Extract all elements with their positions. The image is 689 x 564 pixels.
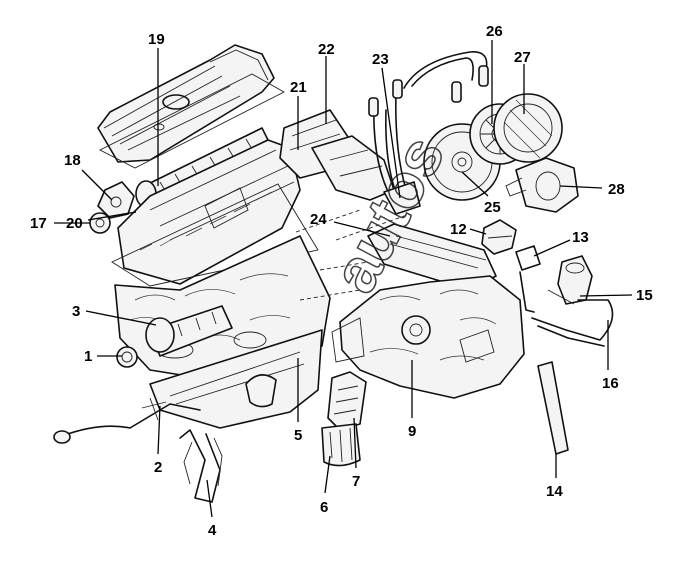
oil-pan	[149, 329, 323, 429]
leader-13	[533, 239, 571, 257]
callout-20: 20	[66, 215, 83, 232]
callout-12: 12	[450, 221, 467, 238]
intake-assembly	[339, 275, 525, 399]
ignition-leads	[368, 51, 489, 215]
callout-6: 6	[320, 499, 328, 516]
callout-15: 15	[636, 287, 653, 304]
gasket-set	[179, 429, 223, 503]
pipe	[531, 299, 614, 341]
leader-25	[461, 171, 489, 197]
camshaft-sprocket	[97, 181, 135, 219]
callout-21: 21	[290, 79, 307, 96]
oil-filter	[321, 423, 361, 467]
callout-16: 16	[602, 375, 619, 392]
callout-9: 9	[408, 423, 416, 440]
crankshaft	[145, 305, 233, 357]
leader-lines	[54, 40, 633, 518]
callout-28: 28	[608, 181, 625, 198]
leader-6	[324, 455, 331, 494]
callout-labels: 1 2 3 4 5 6 7 9 12 13 14 15 16 17 18 19 …	[30, 23, 653, 539]
dipstick-handle	[53, 430, 71, 444]
callout-7: 7	[352, 473, 360, 490]
crank-seal	[116, 346, 138, 368]
oil-filter-housing	[327, 371, 367, 431]
head-gasket	[111, 183, 319, 287]
callout-18: 18	[64, 152, 81, 169]
callout-23: 23	[372, 51, 389, 68]
heat-shield-strip	[537, 361, 569, 455]
leader-18	[81, 169, 113, 201]
pipe-elbow	[547, 289, 575, 305]
valve-unit	[557, 255, 593, 305]
callout-4: 4	[208, 522, 217, 539]
intake-manifold-plenum	[367, 223, 497, 291]
valve-cover	[97, 44, 275, 163]
leader-24	[333, 221, 391, 237]
leader-4	[206, 479, 213, 518]
leader-28	[559, 185, 603, 189]
callout-19: 19	[148, 31, 165, 48]
leader-23	[381, 67, 401, 199]
callout-3: 3	[72, 303, 80, 320]
callout-25: 25	[484, 199, 501, 216]
callout-14: 14	[546, 483, 563, 500]
leader-2	[157, 405, 161, 455]
cover-gasket	[99, 73, 285, 169]
callout-5: 5	[294, 427, 302, 444]
bracket	[515, 245, 541, 313]
starter-motor	[505, 157, 579, 213]
cam-pulley	[89, 212, 111, 234]
leader-20	[87, 211, 137, 221]
callout-2: 2	[154, 459, 162, 476]
callout-22: 22	[318, 41, 335, 58]
callout-1: 1	[84, 348, 92, 365]
callout-17: 17	[30, 215, 47, 232]
cylinder-head	[117, 139, 301, 285]
callout-26: 26	[486, 23, 503, 40]
callout-27: 27	[514, 49, 531, 66]
leader-12	[469, 228, 487, 235]
callout-24: 24	[310, 211, 327, 228]
leader-7	[353, 417, 357, 469]
dipstick-tube	[61, 403, 201, 437]
leader-3	[85, 310, 157, 326]
pipe-inner	[537, 325, 605, 347]
callout-13: 13	[572, 229, 589, 246]
leader-15	[579, 294, 633, 297]
dipstick-bracket	[141, 397, 167, 421]
pressure-plate	[493, 93, 563, 163]
egr-valve	[481, 219, 517, 255]
manifold-gasket	[331, 317, 365, 363]
